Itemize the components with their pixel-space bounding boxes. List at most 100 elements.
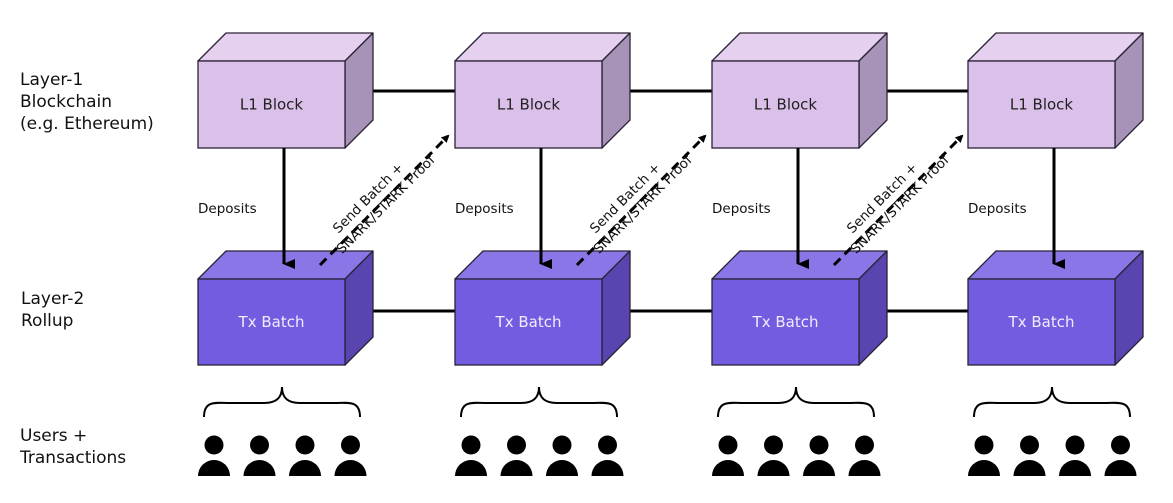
users-brace <box>717 386 875 418</box>
row-label-users-line: Transactions <box>20 448 127 468</box>
deposit-label: Deposits <box>455 201 514 217</box>
l1-block-front-face <box>197 60 346 149</box>
proof-arrow <box>575 134 707 267</box>
user-body <box>198 460 230 476</box>
user-body <box>712 460 744 476</box>
user-icon <box>1013 435 1046 476</box>
user-body <box>968 460 1000 476</box>
user-head <box>1020 435 1039 455</box>
user-head <box>1065 435 1085 455</box>
user-body <box>1013 460 1046 476</box>
proof-arrow <box>318 134 450 267</box>
l1-block-top-face <box>454 32 631 62</box>
user-body <box>848 460 881 476</box>
user-icon <box>848 435 881 476</box>
l1-block-label: L1 Block <box>240 96 304 114</box>
proof-arrow <box>832 134 964 267</box>
user-body <box>500 460 533 476</box>
user-head <box>507 435 526 455</box>
user-icon <box>546 435 578 476</box>
tx-batch-front-face <box>197 278 346 366</box>
user-icon <box>968 435 1000 476</box>
proof-label-line: SNARK/STARK Proof <box>590 151 696 257</box>
l1-block-top-face <box>197 32 374 62</box>
users-brace <box>460 386 618 418</box>
proof-label-line: SNARK/STARK Proof <box>847 151 953 257</box>
deposit-label: Deposits <box>968 201 1027 217</box>
user-head <box>809 435 829 455</box>
user-icon <box>500 435 533 476</box>
l1-block: L1 Block <box>454 32 631 149</box>
tx-batch-front-face <box>967 278 1116 366</box>
row-label-layer1: Layer-1 Blockchain (e.g. Ethereum) <box>20 69 154 135</box>
user-icon <box>1059 435 1091 476</box>
user-head <box>552 435 572 455</box>
tx-batch-label: Tx Batch <box>238 313 305 331</box>
user-icon <box>334 435 367 476</box>
deposit-label: Deposits <box>712 201 771 217</box>
user-head <box>461 435 481 455</box>
l1-block-top-face <box>711 32 888 62</box>
user-head <box>1111 435 1130 455</box>
users-brace <box>203 386 361 418</box>
user-head <box>204 435 224 455</box>
l1-block-top-face <box>967 32 1144 62</box>
user-head <box>855 435 874 455</box>
user-body <box>243 460 276 476</box>
proof-arrow-label: Send Batch +SNARK/STARK Proof <box>844 151 954 257</box>
user-head <box>295 435 315 455</box>
user-icon <box>757 435 790 476</box>
user-body <box>546 460 578 476</box>
l1-block-front-face <box>967 60 1116 149</box>
user-body <box>289 460 321 476</box>
l1-block: L1 Block <box>967 32 1144 149</box>
user-body <box>455 460 487 476</box>
user-head <box>598 435 617 455</box>
tx-batch: Tx Batch <box>967 250 1144 366</box>
row-label-layer1-line: Blockchain <box>20 92 113 112</box>
user-icon <box>1104 435 1137 476</box>
tx-batch-label: Tx Batch <box>1008 313 1075 331</box>
l1-block-front-face <box>711 60 860 149</box>
row-label-layer2-line: Layer-2 <box>21 289 85 309</box>
row-label-layer2-line: Rollup <box>21 311 74 331</box>
tx-batch-front-face <box>454 278 603 366</box>
tx-batch: Tx Batch <box>711 250 888 366</box>
users-brace <box>973 386 1131 418</box>
l1-block: L1 Block <box>711 32 888 149</box>
tx-batch: Tx Batch <box>197 250 374 366</box>
l1-block-label: L1 Block <box>1010 96 1074 114</box>
user-body <box>1059 460 1091 476</box>
user-body <box>803 460 835 476</box>
deposit-label: Deposits <box>198 201 257 217</box>
tx-batch-label: Tx Batch <box>752 313 819 331</box>
user-body <box>757 460 790 476</box>
l1-block-label: L1 Block <box>497 96 561 114</box>
row-label-layer2: Layer-2 Rollup <box>21 288 84 332</box>
user-body <box>1104 460 1137 476</box>
user-head <box>718 435 738 455</box>
user-head <box>764 435 783 455</box>
tx-batch-front-face <box>711 278 860 366</box>
user-head <box>974 435 994 455</box>
user-icon <box>243 435 276 476</box>
row-label-users: Users + Transactions <box>20 425 126 469</box>
proof-arrow-label: Send Batch +SNARK/STARK Proof <box>330 151 440 257</box>
user-icon <box>289 435 321 476</box>
user-icon <box>712 435 744 476</box>
proof-arrow-label: Send Batch +SNARK/STARK Proof <box>587 151 697 257</box>
row-label-layer1-line: (e.g. Ethereum) <box>20 114 154 134</box>
row-label-users-line: Users + <box>20 426 88 446</box>
user-body <box>591 460 624 476</box>
row-label-layer1-line: Layer-1 <box>20 70 84 90</box>
proof-label-line: SNARK/STARK Proof <box>333 151 439 257</box>
user-body <box>334 460 367 476</box>
user-icon <box>455 435 487 476</box>
l1-block-front-face <box>454 60 603 149</box>
user-icon <box>803 435 835 476</box>
l1-block-label: L1 Block <box>754 96 818 114</box>
user-icon <box>198 435 230 476</box>
user-head <box>341 435 360 455</box>
tx-batch-label: Tx Batch <box>495 313 562 331</box>
